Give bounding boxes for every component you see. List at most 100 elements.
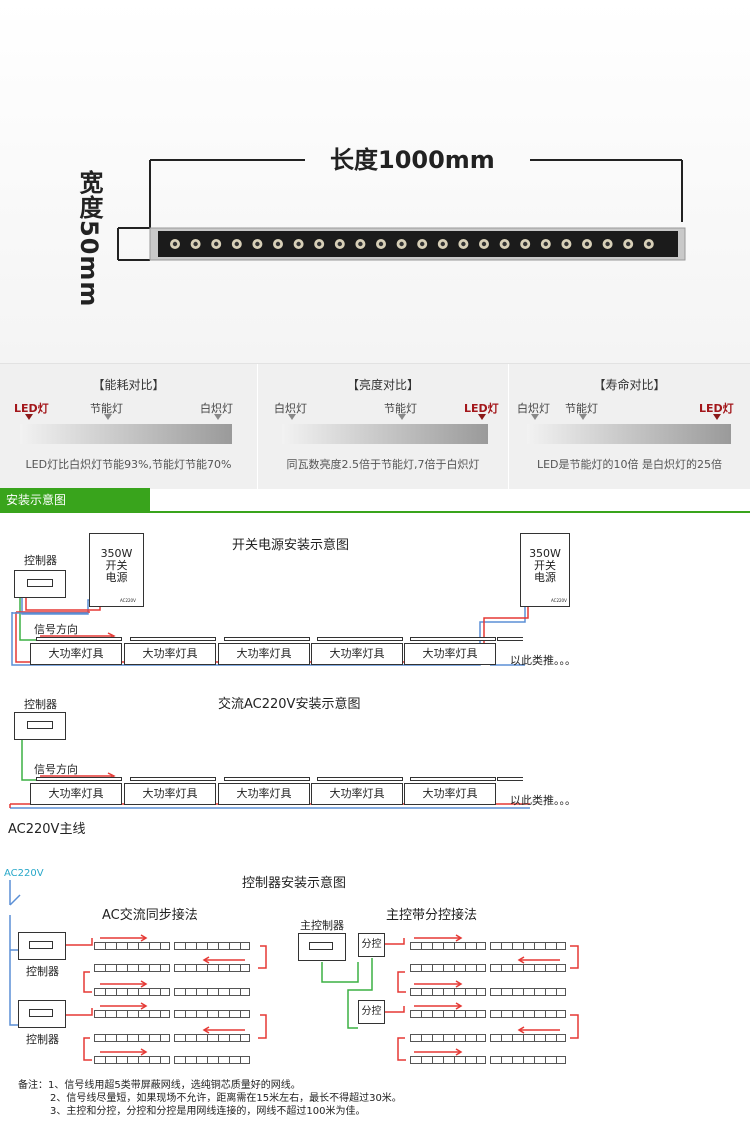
psu-small-label: AC220V bbox=[120, 598, 136, 603]
lamp-segment bbox=[490, 988, 566, 996]
lifespan-comparison: 【寿命对比】 白炽灯 节能灯 LED灯 LED是节能灯的10倍 是白炽灯的25倍 bbox=[509, 364, 750, 489]
lamp-segment bbox=[490, 1034, 566, 1042]
lamp-segment bbox=[174, 988, 250, 996]
controller-label: 控制器 bbox=[24, 698, 57, 711]
marker-icon bbox=[579, 414, 587, 420]
power-supply-box: 350W 开关 电源 AC220V bbox=[520, 533, 570, 607]
lamp-bar bbox=[317, 777, 403, 781]
label-cfl: 节能灯 bbox=[565, 402, 598, 415]
controller-label: 控制器 bbox=[26, 1033, 59, 1046]
label-cfl: 节能灯 bbox=[384, 402, 417, 415]
lamp-segment bbox=[410, 1056, 486, 1064]
lamp-segment bbox=[94, 988, 170, 996]
length-label: 长度1000mm bbox=[330, 146, 495, 174]
controller-box bbox=[18, 1000, 66, 1028]
section-header: 安装示意图 bbox=[0, 488, 150, 513]
lamp-bar bbox=[36, 637, 122, 641]
note-line-1: 备注：1、信号线用超5类带屏蔽网线，选纯铜芯质量好的网线。 bbox=[18, 1080, 301, 1091]
etc-label: 以此类推。。。 bbox=[510, 794, 576, 807]
lamp-segment bbox=[94, 1056, 170, 1064]
lamp-segment bbox=[490, 964, 566, 972]
label-led: LED灯 bbox=[464, 402, 499, 415]
lamp-fixture: 大功率灯具 bbox=[218, 783, 310, 805]
section-divider bbox=[0, 511, 750, 513]
lamp-segment bbox=[94, 942, 170, 950]
lamp-segment bbox=[410, 1034, 486, 1042]
lamp-segment bbox=[490, 1010, 566, 1018]
controller-box bbox=[14, 570, 66, 598]
display-icon bbox=[29, 941, 53, 949]
lamp-bar bbox=[224, 637, 310, 641]
lamp-segment bbox=[174, 1010, 250, 1018]
signal-direction-label: 信号方向 bbox=[34, 763, 78, 776]
lamp-segment bbox=[174, 1056, 250, 1064]
display-icon bbox=[27, 579, 53, 587]
ac-label: AC220V bbox=[4, 868, 44, 879]
main-controller-box bbox=[298, 933, 346, 961]
marker-icon bbox=[478, 414, 486, 420]
lamp-fixture: 大功率灯具 bbox=[30, 643, 122, 665]
marker-icon bbox=[288, 414, 296, 420]
note-line-3: 3、主控和分控，分控和分控是用网线连接的，网线不超过100米为佳。 bbox=[50, 1106, 366, 1117]
lamp-fixture: 大功率灯具 bbox=[404, 643, 496, 665]
display-icon bbox=[29, 1009, 53, 1017]
lamp-segment bbox=[174, 1034, 250, 1042]
lamp-segment bbox=[410, 1010, 486, 1018]
lamp-segment bbox=[174, 942, 250, 950]
sub-controller-box: 分控 bbox=[358, 933, 385, 957]
lamp-segment bbox=[94, 964, 170, 972]
display-icon bbox=[309, 942, 333, 950]
lamp-bar bbox=[410, 777, 496, 781]
psu-small-label: AC220V bbox=[551, 598, 567, 603]
label-cfl: 节能灯 bbox=[90, 402, 123, 415]
right-method-title: 主控带分控接法 bbox=[386, 908, 478, 923]
product-photo-area: 长度1000mm 宽度50mm bbox=[0, 0, 750, 365]
controller-label: 控制器 bbox=[24, 554, 57, 567]
lamp-fixture: 大功率灯具 bbox=[124, 643, 216, 665]
comparison-title: 【亮度对比】 bbox=[346, 378, 419, 392]
label-incandescent: 白炽灯 bbox=[517, 402, 550, 415]
marker-icon bbox=[531, 414, 539, 420]
psu-label: 350W 开关 电源 bbox=[100, 547, 133, 584]
lamp-bar bbox=[130, 637, 216, 641]
lamp-segment bbox=[490, 1056, 566, 1064]
lamp-fixture: 大功率灯具 bbox=[311, 643, 403, 665]
lamp-bar bbox=[497, 777, 523, 781]
etc-label: 以此类推。。。 bbox=[510, 654, 576, 667]
lamp-bar bbox=[36, 777, 122, 781]
lamp-bar bbox=[410, 637, 496, 641]
left-method-title: AC交流同步接法 bbox=[102, 908, 198, 923]
signal-direction-label: 信号方向 bbox=[34, 623, 78, 636]
label-incandescent: 白炽灯 bbox=[274, 402, 307, 415]
lamp-fixture: 大功率灯具 bbox=[124, 783, 216, 805]
label-led: LED灯 bbox=[14, 402, 49, 415]
power-supply-box: 350W 开关 电源 AC220V bbox=[89, 533, 144, 607]
marker-icon bbox=[214, 414, 222, 420]
energy-comparison: 【能耗对比】 LED灯 节能灯 白炽灯 LED灯比白炽灯节能93%,节能灯节能7… bbox=[0, 364, 258, 489]
lamp-segment bbox=[174, 964, 250, 972]
lamp-fixture: 大功率灯具 bbox=[218, 643, 310, 665]
lamp-fixture: 大功率灯具 bbox=[311, 783, 403, 805]
label-led: LED灯 bbox=[699, 402, 734, 415]
main-controller-label: 主控制器 bbox=[300, 919, 344, 932]
diagram-title: 交流AC220V安装示意图 bbox=[218, 697, 361, 712]
comparison-title: 【能耗对比】 bbox=[92, 378, 165, 392]
note-line-2: 2、信号线尽量短，如果现场不允许，距离需在15米左右，最长不得超过30米。 bbox=[50, 1093, 402, 1104]
marker-icon bbox=[25, 414, 33, 420]
lamp-fixture: 大功率灯具 bbox=[30, 783, 122, 805]
width-label: 宽度50mm bbox=[75, 170, 103, 308]
lamp-segment bbox=[410, 942, 486, 950]
comparison-note: LED灯比白炽灯节能93%,节能灯节能70% bbox=[25, 458, 232, 471]
lamp-bar bbox=[130, 777, 216, 781]
lamp-bar bbox=[497, 637, 523, 641]
diagram-title: 控制器安装示意图 bbox=[242, 876, 347, 891]
marker-icon bbox=[398, 414, 406, 420]
diagram-title: 开关电源安装示意图 bbox=[232, 538, 350, 553]
lamp-segment bbox=[94, 1010, 170, 1018]
psu-label: 350W 开关 电源 bbox=[529, 547, 561, 584]
brightness-comparison: 【亮度对比】 白炽灯 节能灯 LED灯 同瓦数亮度2.5倍于节能灯,7倍于白炽灯 bbox=[258, 364, 509, 489]
comparison-note: LED是节能灯的10倍 是白炽灯的25倍 bbox=[536, 458, 723, 471]
controller-label: 控制器 bbox=[26, 965, 59, 978]
gradient-bar bbox=[20, 424, 232, 444]
lamp-segment bbox=[410, 988, 486, 996]
